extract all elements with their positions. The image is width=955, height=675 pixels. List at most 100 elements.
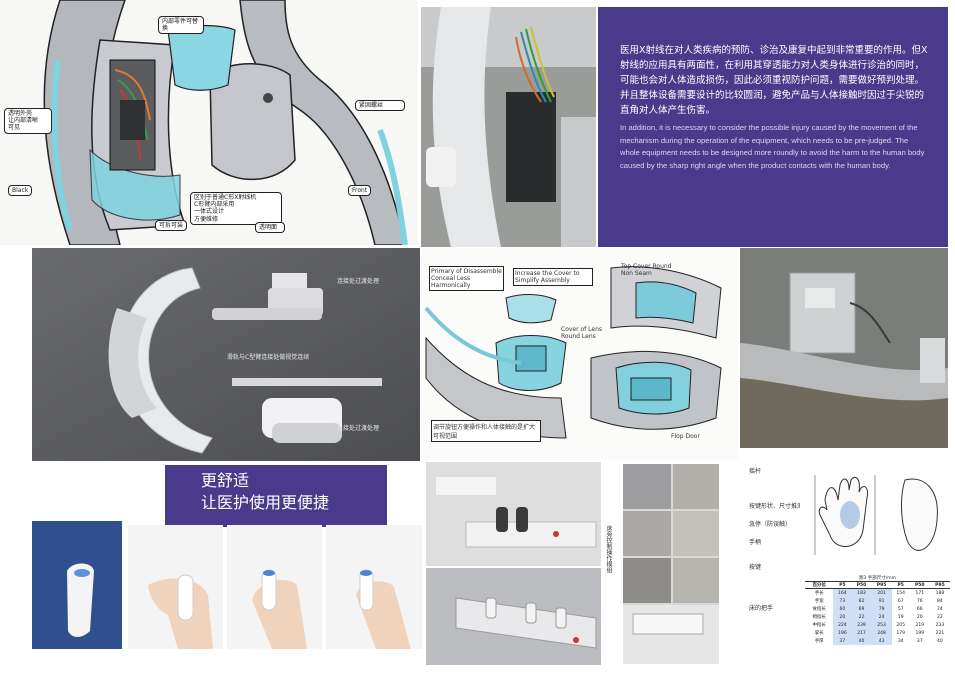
table-cell: 183 <box>851 588 872 597</box>
ergonomic-photo-collage <box>623 464 719 664</box>
handle-photo-3 <box>227 525 322 649</box>
table-header-row: 百分位 P5 P50 P95 P5 P50 P95 <box>805 581 950 589</box>
hand-dimension-diagram <box>805 470 950 570</box>
housing-sketch-illustration <box>43 0 418 245</box>
table-header-cell: P50 <box>909 581 930 589</box>
tag-screw: 紧固螺丝 <box>355 100 405 112</box>
table-cell: 164 <box>833 588 852 597</box>
table-cell: 248 <box>871 629 892 637</box>
c-arm-render <box>32 248 420 461</box>
table-cell: 37 <box>833 637 852 645</box>
table-cell: 22 <box>851 613 872 621</box>
table-cell: 67 <box>897 598 904 604</box>
callout-emergency-stop: 急停（防误触） <box>749 521 792 528</box>
table-cell: 69 <box>851 605 872 613</box>
slogan-banner: 更舒适 让医护使用更便捷 <box>165 465 387 527</box>
internal-wiring-photo <box>421 7 596 247</box>
table-cell: 154 <box>896 590 905 596</box>
table-cell: 171 <box>915 590 925 596</box>
table-caption: 图3 手部尺寸/mm <box>858 576 897 581</box>
tag-detachable: 可拆可装 <box>155 220 187 232</box>
hand-dimension-table: 图3 手部尺寸/mm 百分位 P5 P50 P95 P5 P50 P95 手长 1… <box>805 575 950 665</box>
table-cell: 199 <box>915 630 925 636</box>
table-cell: 22 <box>937 614 943 620</box>
handle-photo-1 <box>32 521 122 649</box>
table-cell: 233 <box>935 622 945 628</box>
table-cell: 34 <box>897 638 904 644</box>
table-cell: 43 <box>871 637 892 645</box>
note-flop-door: Flop Door <box>671 433 700 440</box>
table-cell: 188 <box>935 590 945 596</box>
table-cell: 205 <box>896 622 905 628</box>
table-cell: 221 <box>935 630 945 636</box>
bedside-control-photo <box>426 462 601 566</box>
sketch-exploded-housing-panel: 透明外壳 让内部清晰 可见 内部零件可替换 区别于普通C形X射线机 C形臂内部采… <box>0 0 418 245</box>
table-cell: 239 <box>851 621 872 629</box>
note-top-cover: Top Cover Round Non Seam <box>621 263 672 277</box>
table-cell: 手长 <box>814 591 824 596</box>
callout-transition-top: 连接处过渡处理 <box>337 278 380 285</box>
table-cell: 179 <box>896 630 905 636</box>
table-header-cell: 百分位 <box>805 581 834 589</box>
tag-transparent-face: 透明面 <box>255 222 285 234</box>
callout-handle: 手柄 <box>749 539 762 546</box>
callout-bed-handle: 床的把手 <box>749 605 774 612</box>
equipment-internal-photo <box>421 7 596 247</box>
table-cell: 196 <box>833 629 852 637</box>
device-prototype-photo <box>740 248 948 448</box>
description-english: In addition, it is necessary to consider… <box>620 123 925 170</box>
table-cell: 79 <box>871 605 892 613</box>
control-module-render <box>426 568 601 665</box>
slogan-line-1: 更舒适 <box>201 471 250 490</box>
note-disassemble: Primary of Disassemble Conceal Less Harm… <box>429 266 504 291</box>
table-cell: 201 <box>871 588 892 597</box>
table-cell: 91 <box>871 597 892 605</box>
tag-inner-parts: 内部零件可替换 <box>158 16 204 35</box>
table-cell: 40 <box>851 637 872 645</box>
table-header-cell: P5 <box>833 581 852 589</box>
table-cell: 20 <box>833 613 852 621</box>
table-cell: 掌长 <box>814 631 824 636</box>
c-arm-render-panel: 连接处过渡处理 滑轨与C型臂连接处做视觉连续 连接处过渡处理 <box>32 248 420 461</box>
table-cell: 82 <box>851 597 872 605</box>
tag-front-view: Front <box>348 185 372 197</box>
note-knob: 调节旋钮方便操作和人体接触的是扩大可视范围 <box>431 420 541 442</box>
table-cell: 24 <box>871 613 892 621</box>
table-cell: 40 <box>937 638 943 644</box>
table-header-cell: P50 <box>851 581 872 589</box>
cover-design-sketch <box>424 266 722 439</box>
handle-photo-2 <box>128 525 223 649</box>
tag-integrated-design: 区别于普通C形X射线机 C形臂内部采用 一体式设计 方便维修 <box>190 192 282 225</box>
table-cell: 224 <box>833 621 852 629</box>
tag-transparent-shell: 透明外壳 让内部清晰 可见 <box>4 108 52 134</box>
table-cell: 60 <box>833 605 852 613</box>
table-cell: 20 <box>916 614 923 620</box>
table-cell: 拇指长 <box>812 615 826 620</box>
table-cell: 手宽 <box>814 599 824 604</box>
slogan-line-2: 让医护使用更便捷 <box>201 493 330 512</box>
table-cell: 253 <box>871 621 892 629</box>
callout-button-size: 按键形状、尺寸推测 <box>749 503 800 510</box>
note-increase-cover: Increase the Cover to Simplify Assembly <box>513 268 593 286</box>
table-cell: 73 <box>833 597 852 605</box>
table-cell: 手厚 <box>814 639 824 644</box>
table-cell: 84 <box>937 598 943 604</box>
table-cell: 19 <box>897 614 904 620</box>
table-cell: 219 <box>915 622 925 628</box>
table-cell: 217 <box>851 629 872 637</box>
callout-joystick: 摇杆 <box>749 468 762 475</box>
table-cell: 37 <box>916 638 923 644</box>
table-cell: 食指长 <box>812 607 826 612</box>
callout-transition-bottom: 连接处过渡处理 <box>337 425 380 432</box>
table-cell: 76 <box>916 598 923 604</box>
table-header-cell: P95 <box>871 581 892 589</box>
note-cover-lens: Cover of Lens Round Lens <box>561 326 603 340</box>
tag-black-view: Black <box>8 185 33 197</box>
